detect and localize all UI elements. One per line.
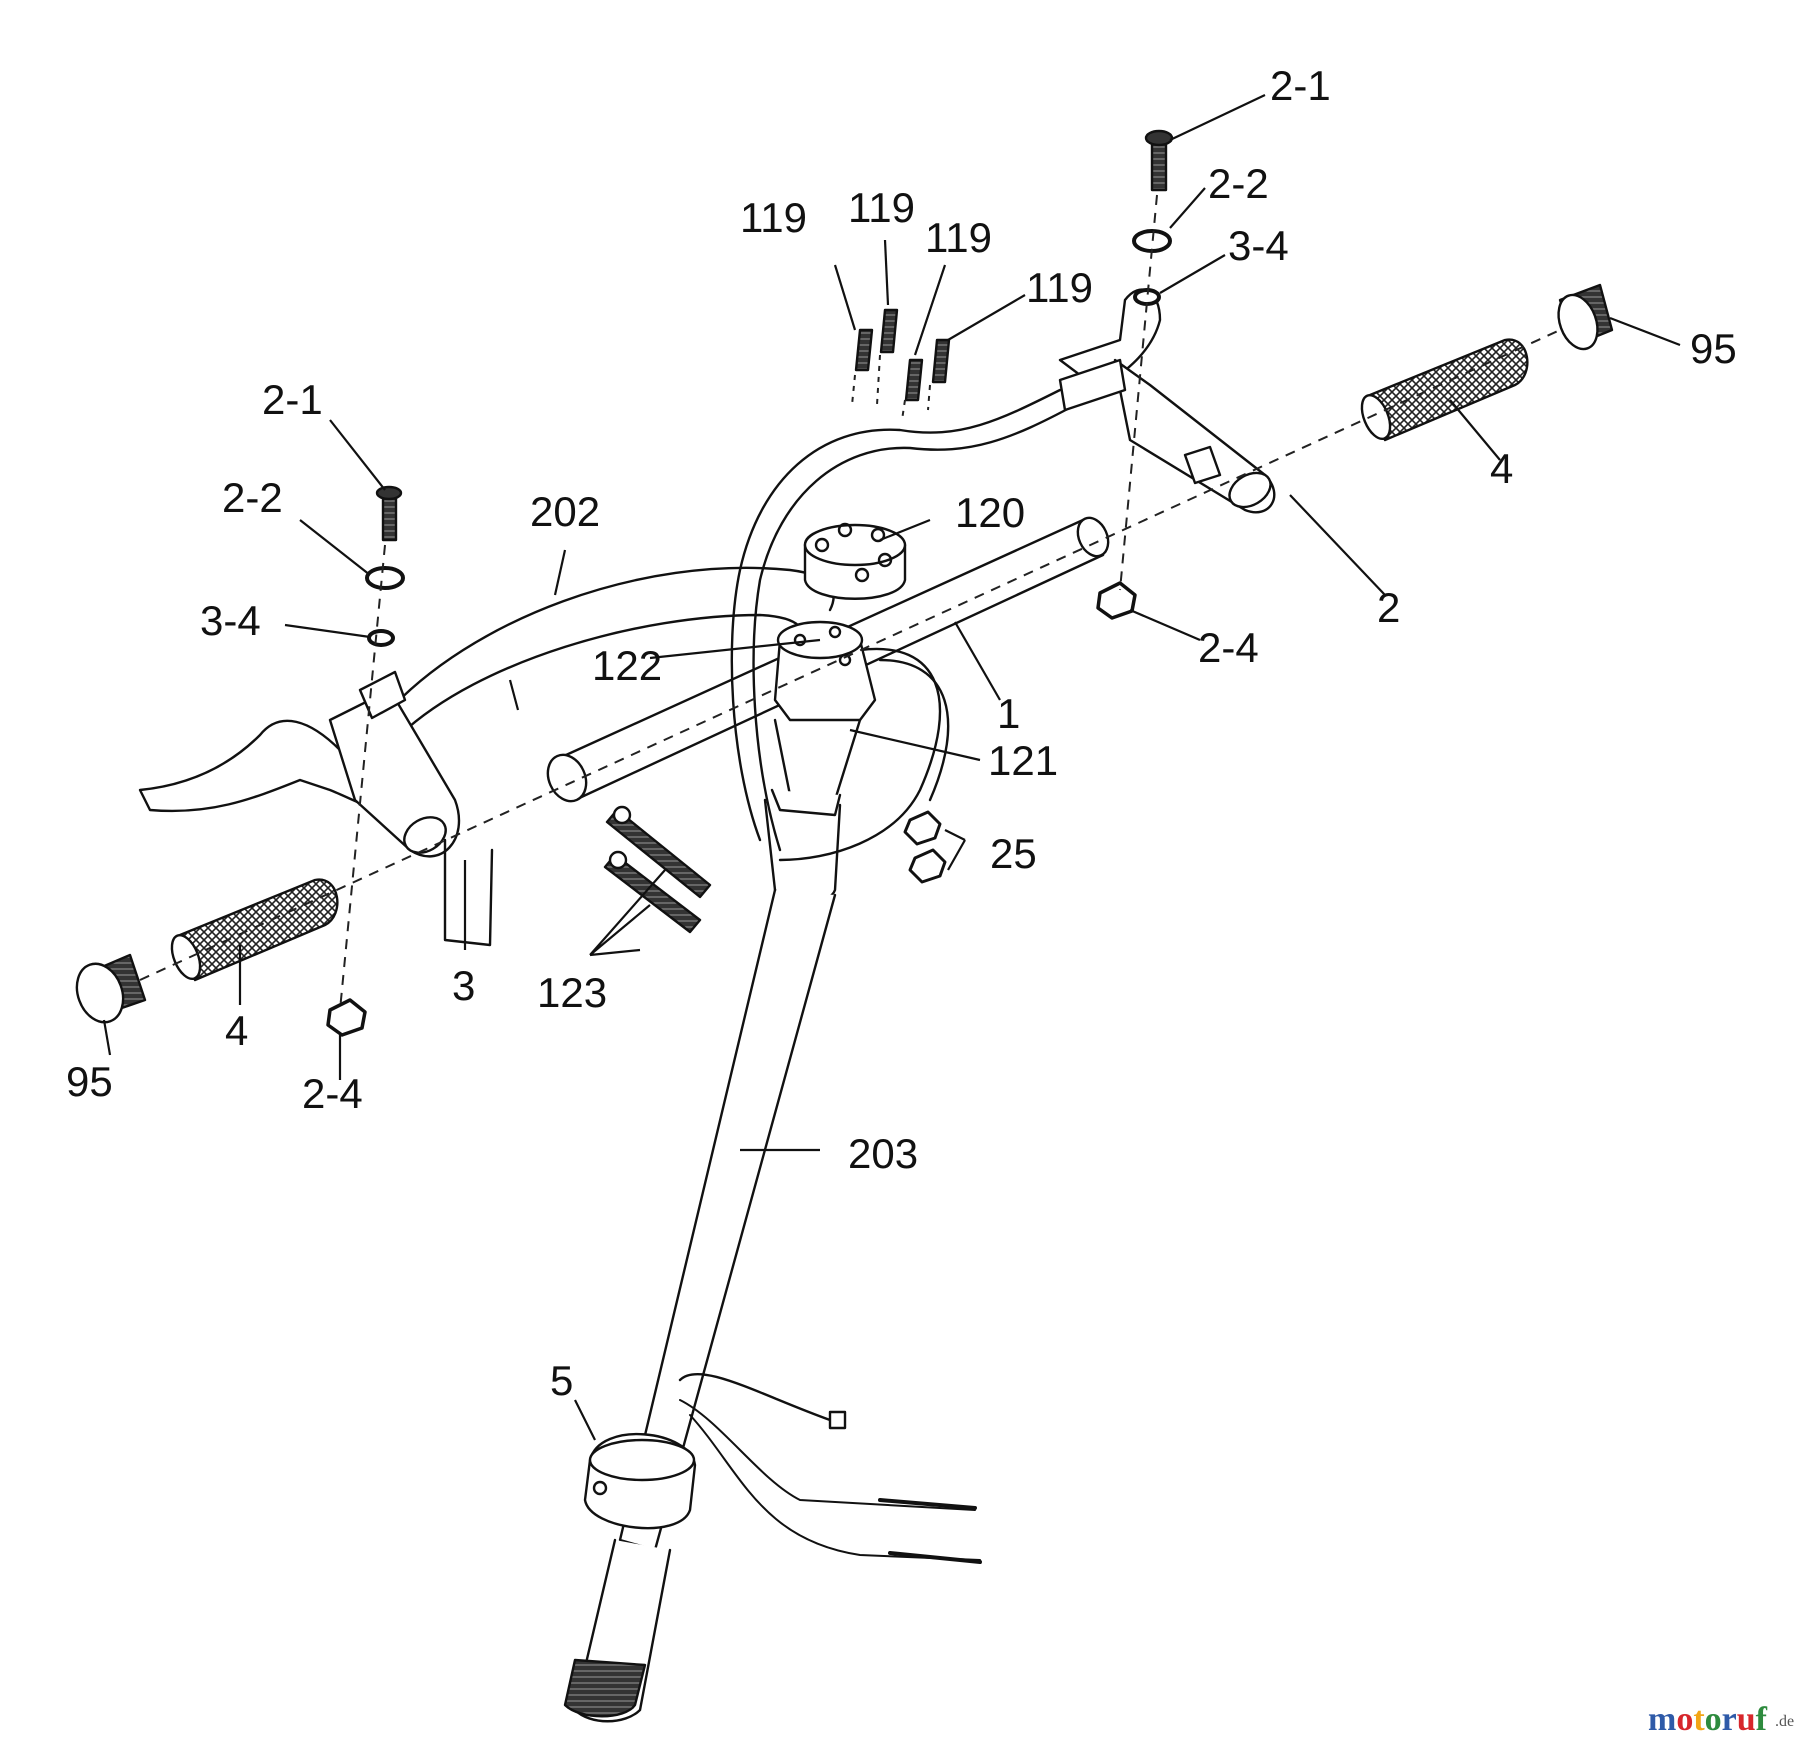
label-202: 202 (530, 488, 600, 535)
label-119-b: 119 (848, 184, 915, 231)
watermark-text: motoruf (1648, 1701, 1768, 1736)
label-2-4-right: 2-4 (1198, 624, 1259, 671)
label-4-left: 4 (225, 1007, 248, 1054)
label-3-4-right: 3-4 (1228, 222, 1289, 269)
label-119-d: 119 (1026, 264, 1093, 311)
label-2: 2 (1377, 584, 1400, 631)
leader-lines (102, 94, 1681, 1441)
label-119-c: 119 (925, 214, 992, 261)
label-4-right: 4 (1490, 445, 1513, 492)
bolts-123 (603, 805, 712, 934)
wiring-harness (678, 1372, 982, 1564)
label-1: 1 (997, 690, 1020, 737)
right-lever (1058, 288, 1276, 514)
label-95-right: 95 (1690, 325, 1737, 372)
left-grip (170, 878, 339, 982)
label-123: 123 (537, 969, 607, 1016)
watermark-letter: m (1648, 1701, 1676, 1736)
label-25: 25 (990, 830, 1037, 877)
label-119-a: 119 (740, 194, 807, 241)
watermark-letter: f (1756, 1701, 1768, 1736)
label-3: 3 (452, 962, 475, 1009)
watermark-logo: motoruf .de (1648, 1701, 1794, 1738)
collar-5 (583, 1432, 697, 1530)
label-2-4-left: 2-4 (302, 1070, 363, 1117)
label-120: 120 (955, 489, 1025, 536)
watermark-letter: o (1676, 1701, 1693, 1736)
watermark-letter: u (1737, 1701, 1756, 1736)
clamp-cap-120 (803, 522, 907, 600)
stem-cable-loop (778, 647, 950, 862)
right-bolt-stack (1096, 129, 1174, 620)
watermark-letter: o (1705, 1701, 1722, 1736)
left-lever (138, 670, 494, 947)
label-2-2-right: 2-2 (1208, 160, 1269, 207)
bolts-119 (854, 308, 951, 402)
label-121: 121 (988, 737, 1058, 784)
part-labels: 2-1 2-2 3-4 95 4 2 2-4 120 1 122 121 25 … (66, 62, 1737, 1404)
right-end-cap (1557, 283, 1614, 351)
label-2-1-right: 2-1 (1270, 62, 1331, 109)
left-end-cap (75, 953, 147, 1024)
watermark-suffix: .de (1775, 1713, 1794, 1730)
label-203: 203 (848, 1130, 918, 1177)
cable-3 (730, 388, 1077, 852)
label-2-1-left: 2-1 (262, 376, 323, 423)
label-122: 122 (592, 642, 662, 689)
watermark-letter: r (1722, 1701, 1737, 1736)
assembly-axes (139, 194, 1561, 1011)
right-grip (1360, 338, 1529, 442)
label-95-left: 95 (66, 1058, 113, 1105)
watermark-letter: t (1693, 1701, 1705, 1736)
label-3-4-left: 3-4 (200, 597, 261, 644)
label-5: 5 (550, 1357, 573, 1404)
steering-post-203 (563, 888, 837, 1723)
label-2-2-left: 2-2 (222, 474, 283, 521)
nuts-25 (903, 810, 947, 884)
left-bolt-stack (326, 485, 405, 1037)
